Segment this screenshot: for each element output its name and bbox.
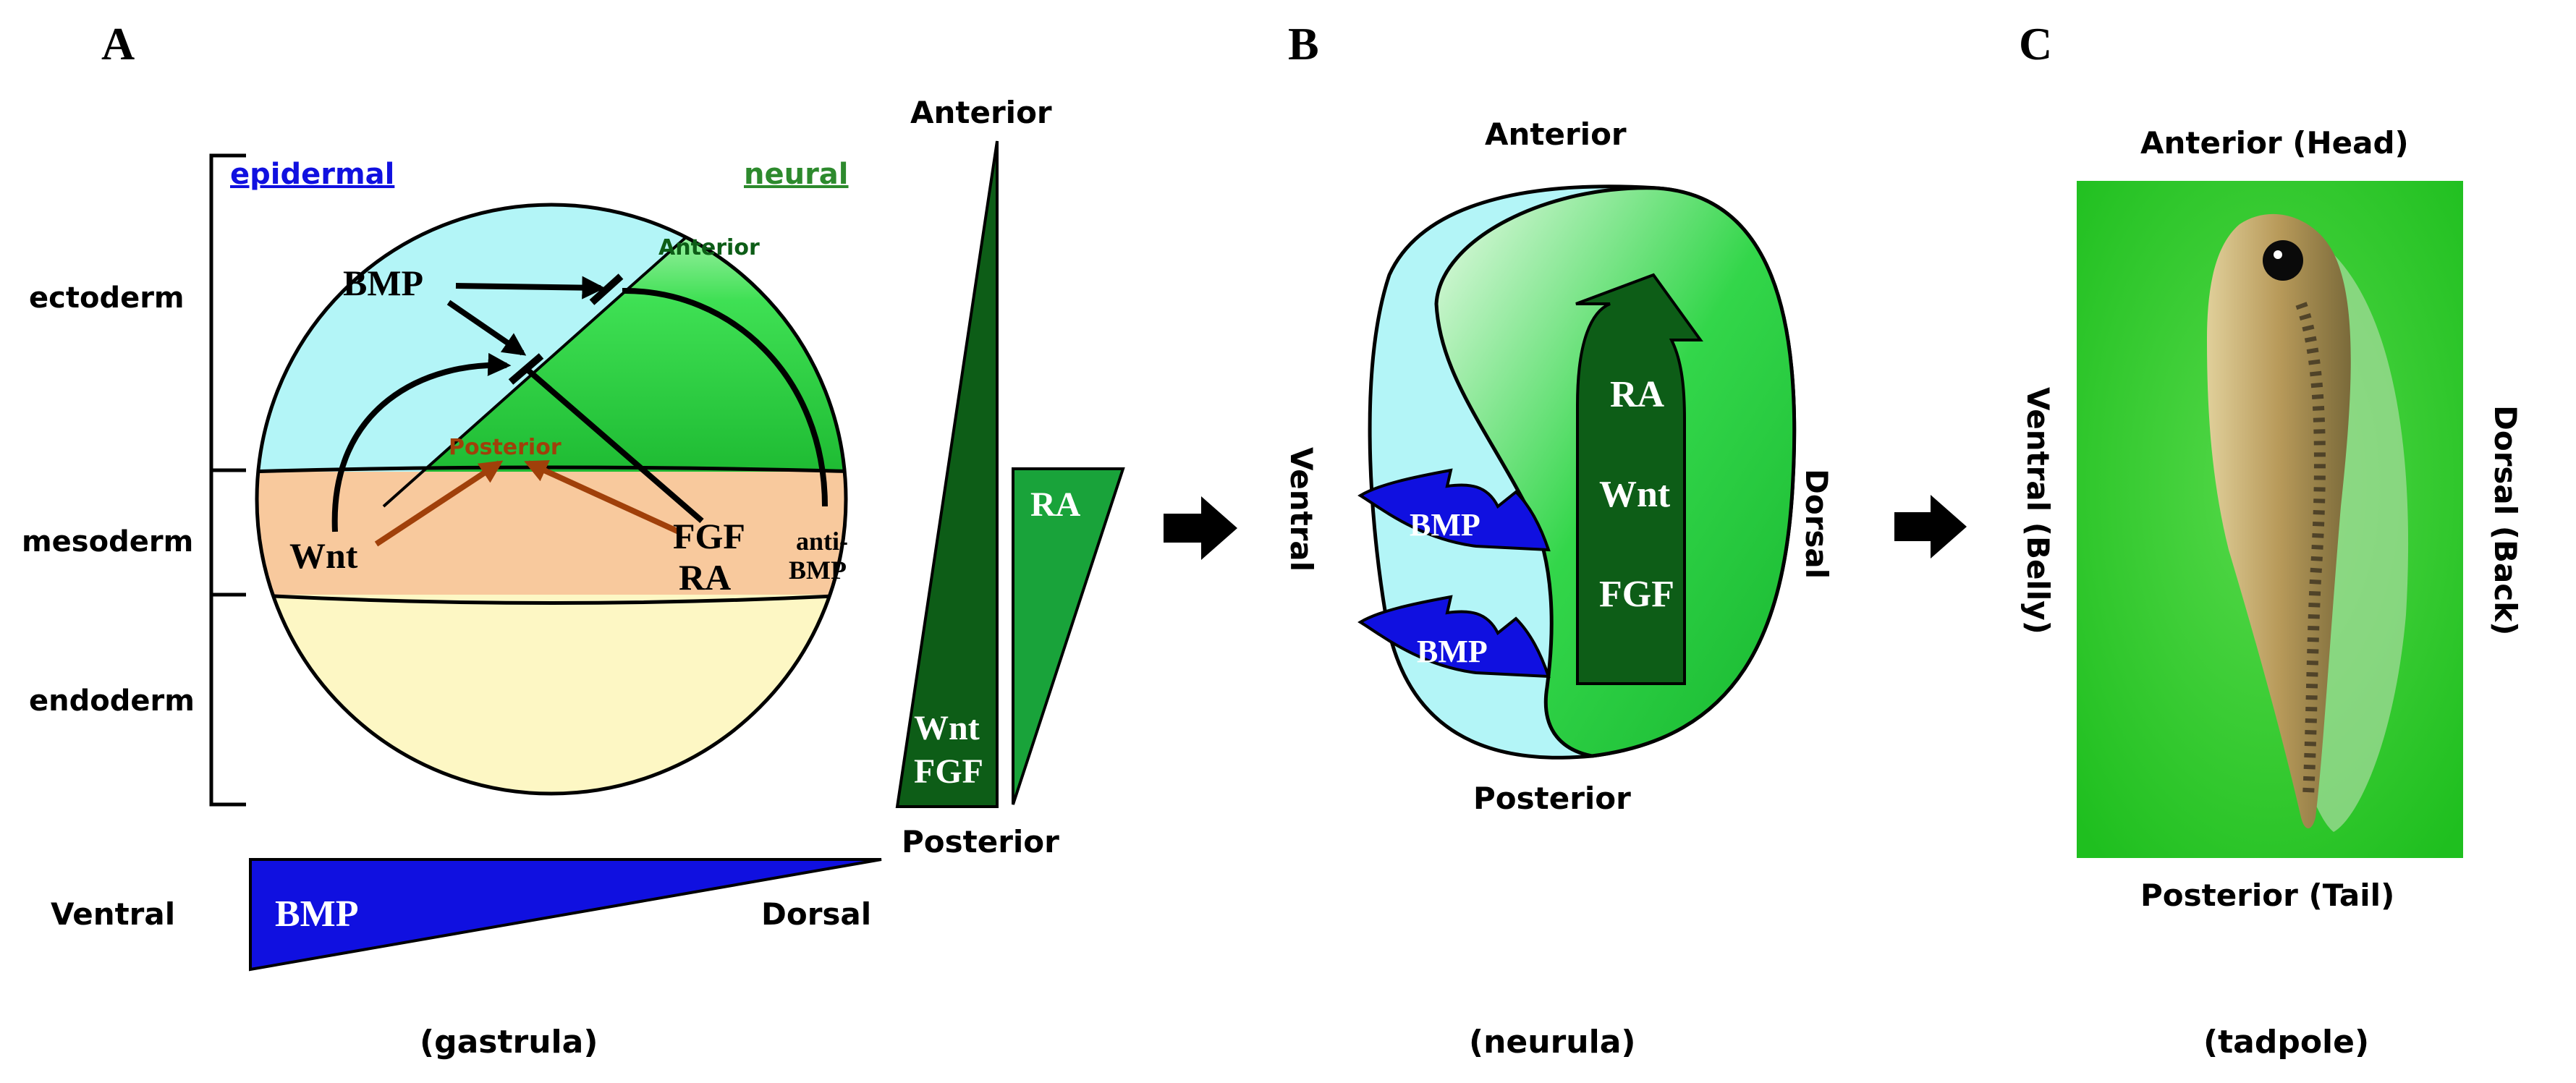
grad-fgf-label: FGF <box>914 752 983 791</box>
ventral-label: Ventral <box>51 896 175 932</box>
gastrula-caption: (gastrula) <box>420 1024 598 1061</box>
transition-arrow-bc <box>1894 495 1967 559</box>
anti-bmp-label-2: BMP <box>789 556 847 585</box>
bmp-arrow-posterior <box>446 300 527 356</box>
grad-bmp-label: BMP <box>275 893 359 935</box>
axis-anterior-label: Anterior <box>910 95 1052 130</box>
neurula-wnt-label: Wnt <box>1599 474 1671 515</box>
tadpole-ventral-label: Ventral (Belly) <box>2020 387 2056 634</box>
tadpole-eye <box>2263 240 2303 281</box>
neurula-signal-arrow <box>1575 273 1703 685</box>
neurula-posterior-label: Posterior <box>1473 781 1631 816</box>
bmp-curved-arrow-upper <box>1357 468 1551 552</box>
ectoderm-label: ectoderm <box>29 281 185 315</box>
neurula-anterior-label: Anterior <box>1485 116 1627 152</box>
tadpole-posterior-label: Posterior (Tail) <box>2140 878 2394 913</box>
grad-wnt-label: Wnt <box>914 709 980 747</box>
transition-arrow-ab <box>1164 496 1237 560</box>
panel-c-letter: C <box>2019 18 2052 69</box>
wnt-fgf-gradient <box>895 140 999 808</box>
panel-a-letter: A <box>101 18 135 69</box>
panel-b: B Anterior Posterior Ventral Dorsal RA W… <box>1284 18 1834 1061</box>
anti-bmp-label-1: anti- <box>796 527 848 556</box>
anterior-inner-label: Anterior <box>658 235 760 260</box>
gastrula-outline <box>255 203 848 796</box>
bmp-gradient <box>249 858 882 972</box>
epidermal-label: epidermal <box>230 158 394 191</box>
inhibit-bar-upper <box>589 273 624 305</box>
fgf-posterior-arrow <box>524 460 680 535</box>
wnt-label: Wnt <box>289 535 358 576</box>
tadpole-photo <box>2077 181 2463 858</box>
bmp-curved-arrow-lower <box>1357 595 1551 679</box>
neurula-bmp-label-1: BMP <box>1410 507 1480 543</box>
fgf-label: FGF <box>673 516 745 556</box>
anti-bmp-inhibition-arc <box>622 287 828 507</box>
tadpole-anterior-label: Anterior (Head) <box>2140 125 2409 161</box>
neurula-fgf-label: FGF <box>1599 574 1674 615</box>
panel-a: A ectoderm mesoderm endoderm epidermal n… <box>22 18 1125 1061</box>
wnt-posterior-arrow <box>374 460 504 547</box>
inhibit-bar-lower <box>508 353 544 385</box>
grad-ra-label: RA <box>1030 485 1081 524</box>
axis-posterior-label: Posterior <box>902 824 1059 859</box>
bmp-arrow-anterior <box>455 276 606 300</box>
panel-b-letter: B <box>1288 18 1319 69</box>
panel-c: C Anterior (Head) Posterior (Tail) Ventr… <box>2019 18 2523 1061</box>
dorsal-label: Dorsal <box>761 896 871 932</box>
neurula-bmp-label-2: BMP <box>1417 634 1488 669</box>
posterior-inner-label: Posterior <box>449 435 562 460</box>
fgf-ra-inhibit-line <box>526 368 704 524</box>
endoderm-label: endoderm <box>29 684 195 718</box>
neurula-dorsal-label: Dorsal <box>1799 469 1834 579</box>
mesoderm-label: mesoderm <box>22 525 193 559</box>
ra-label: RA <box>679 557 731 598</box>
signal-arrows <box>331 273 828 547</box>
tadpole-dorsal-label: Dorsal (Back) <box>2488 405 2523 635</box>
germ-layer-bracket <box>209 153 246 807</box>
neurula-ventral-label: Ventral <box>1284 447 1319 572</box>
tadpole-caption: (tadpole) <box>2203 1024 2369 1061</box>
bmp-label: BMP <box>343 263 423 303</box>
ra-gradient <box>1012 467 1125 805</box>
mesoderm-band <box>257 472 846 595</box>
wnt-inhibition-arc <box>331 352 512 532</box>
neural-label: neural <box>744 158 849 191</box>
neurula-caption: (neurula) <box>1469 1024 1636 1061</box>
neurula-ra-label: RA <box>1610 374 1665 415</box>
